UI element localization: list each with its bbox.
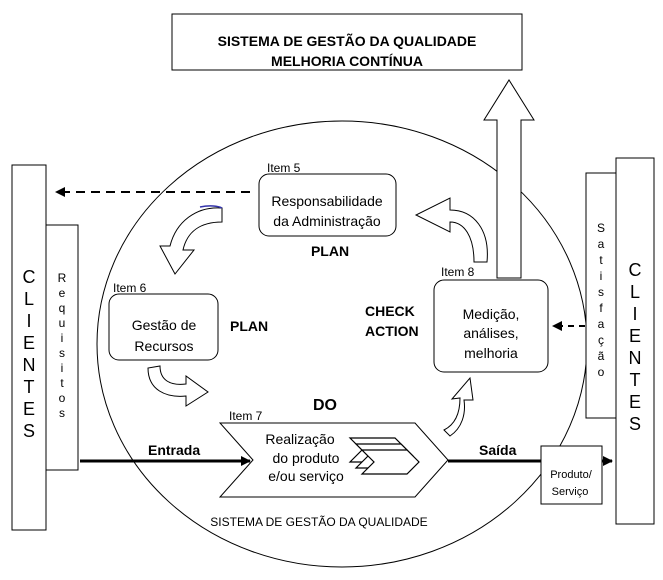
requirements-letter: o — [59, 391, 66, 405]
curved-arrow-item6-to-item7 — [147, 365, 209, 407]
curved-arrow-item5-to-item6 — [159, 207, 223, 275]
item7-number: Item 7 — [229, 409, 263, 423]
title-box: SISTEMA DE GESTÃO DA QUALIDADE MELHORIA … — [171, 13, 523, 71]
requirements-letter: u — [59, 316, 66, 330]
right-client-letter: S — [629, 414, 641, 434]
satisfaction-letter: ã — [598, 349, 605, 363]
left-client-letter: S — [23, 421, 35, 441]
item7-block: Item 7 Realização do produto e/ou serviç… — [218, 397, 449, 498]
input-flow-label: Entrada — [148, 442, 200, 458]
requirements-letter: s — [59, 406, 65, 420]
requirements-letter: q — [59, 301, 66, 315]
satisfaction-letter: i — [600, 269, 603, 283]
requirements-letter: s — [59, 346, 65, 360]
right-client-letter: C — [629, 260, 642, 280]
right-client-letter: T — [630, 370, 641, 390]
item6-phase: PLAN — [230, 318, 268, 334]
item8-box — [433, 279, 549, 373]
curved-arrow-item7-to-item8 — [443, 376, 474, 437]
item6-block: Item 6 Gestão de Recursos PLAN — [108, 281, 268, 361]
item8-line3: melhoria — [464, 345, 518, 361]
item7-line3: e/ou serviço — [268, 468, 344, 484]
right-clients-panel: C L I E N T E S S a t i s f a ç ã o — [585, 157, 655, 525]
item5-box — [258, 173, 397, 237]
satisfaction-letter: t — [599, 253, 603, 267]
improvement-up-arrow — [483, 79, 535, 279]
satisfaction-letter: ç — [598, 333, 604, 347]
curved-arrow-item8-to-item5 — [414, 197, 488, 263]
left-client-letter: N — [23, 355, 36, 375]
output-flow-label: Saída — [479, 442, 517, 458]
right-client-letter: N — [629, 348, 642, 368]
left-clients-panel: C L I E N T E S R e q u i s i t o s — [11, 164, 79, 531]
requirements-letter: i — [61, 331, 64, 345]
left-client-letter: T — [24, 377, 35, 397]
title-line2: MELHORIA CONTÍNUA — [271, 53, 423, 69]
item7-phase: DO — [313, 397, 337, 414]
item8-line1: Medição, — [463, 306, 520, 322]
item8-number: Item 8 — [441, 265, 475, 279]
item6-box — [108, 293, 219, 361]
right-client-letter: L — [630, 282, 640, 302]
item8-phase-action: ACTION — [365, 323, 419, 339]
item6-line1: Gestão de — [132, 317, 197, 333]
item7-line2: do produto — [273, 450, 340, 466]
satisfaction-letter: s — [598, 285, 604, 299]
item8-phase-check: CHECK — [365, 303, 415, 319]
requirements-letter: t — [60, 376, 64, 390]
satisfaction-letter: o — [598, 365, 605, 379]
item5-phase: PLAN — [311, 243, 349, 259]
product-service-box: Produto/ Serviço — [540, 445, 603, 505]
requirements-letter: e — [59, 286, 66, 300]
product-line1: Produto/ — [550, 469, 593, 481]
item5-number: Item 5 — [267, 161, 301, 175]
left-client-letter: L — [24, 289, 34, 309]
item8-line2: análises, — [463, 325, 518, 341]
title-line1: SISTEMA DE GESTÃO DA QUALIDADE — [218, 32, 477, 49]
curved-arrow-item5-to-item6-accent — [199, 205, 223, 209]
item5-block: Item 5 Responsabilidade da Administração… — [258, 161, 397, 259]
stacked-chevrons-icon — [348, 437, 420, 475]
product-line2: Serviço — [552, 486, 589, 498]
footer-label: SISTEMA DE GESTÃO DA QUALIDADE — [210, 515, 427, 529]
right-client-letter: I — [632, 304, 637, 324]
left-client-letter: I — [26, 311, 31, 331]
item5-line1: Responsabilidade — [271, 193, 383, 209]
requirements-letter: i — [61, 361, 64, 375]
left-client-letter: E — [23, 399, 35, 419]
item7-line1: Realização — [265, 431, 334, 447]
requirements-letter: R — [58, 271, 67, 285]
item8-block: Item 8 Medição, análises, melhoria CHECK… — [365, 265, 549, 373]
item5-line2: da Administração — [273, 213, 381, 229]
satisfaction-letter: a — [598, 237, 605, 251]
satisfaction-letter: f — [599, 301, 603, 315]
left-client-letter: E — [23, 333, 35, 353]
satisfaction-letter: a — [598, 317, 605, 331]
item6-line2: Recursos — [134, 338, 193, 354]
right-client-letter: E — [629, 392, 641, 412]
right-client-letter: E — [629, 326, 641, 346]
satisfaction-letter: S — [597, 221, 605, 235]
left-client-letter: C — [23, 267, 36, 287]
item6-number: Item 6 — [113, 281, 147, 295]
